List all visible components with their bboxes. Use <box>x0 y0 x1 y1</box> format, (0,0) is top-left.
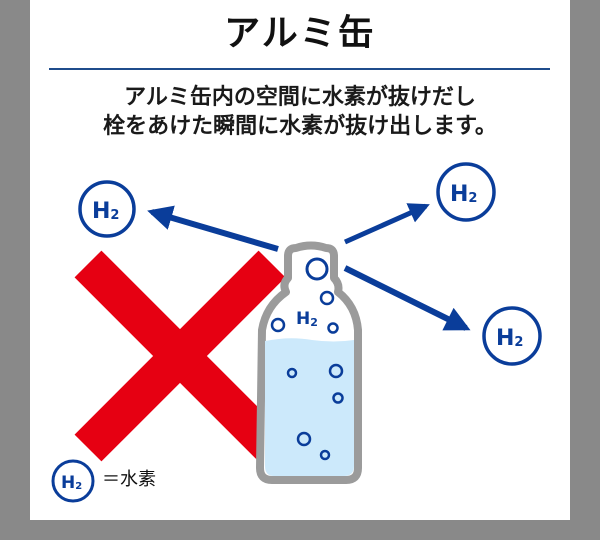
arrow-up-left-icon <box>147 205 279 252</box>
arrow-up-right-icon <box>343 203 430 245</box>
legend-label: ＝水素 <box>102 469 156 490</box>
page-title: アルミ缶 <box>224 13 376 54</box>
h2-molecule-left-icon: H2 <box>78 180 136 238</box>
arrow-down-right-icon <box>343 265 471 331</box>
legend-h2-icon: H2 <box>51 459 95 503</box>
h2-molecule-right-icon: H2 <box>482 306 542 366</box>
cross-mark-icon <box>74 250 286 462</box>
description-line-2: 栓をあけた瞬間に水素が抜け出します。 <box>103 114 497 139</box>
title-divider <box>49 68 550 70</box>
description: アルミ缶内の空間に水素が抜けだし 栓をあけた瞬間に水素が抜け出します。 <box>30 83 570 141</box>
h2-molecule-top-right-icon: H2 <box>436 162 496 222</box>
bubbles <box>270 257 344 461</box>
description-line-1: アルミ缶内の空間に水素が抜けだし <box>124 85 476 110</box>
